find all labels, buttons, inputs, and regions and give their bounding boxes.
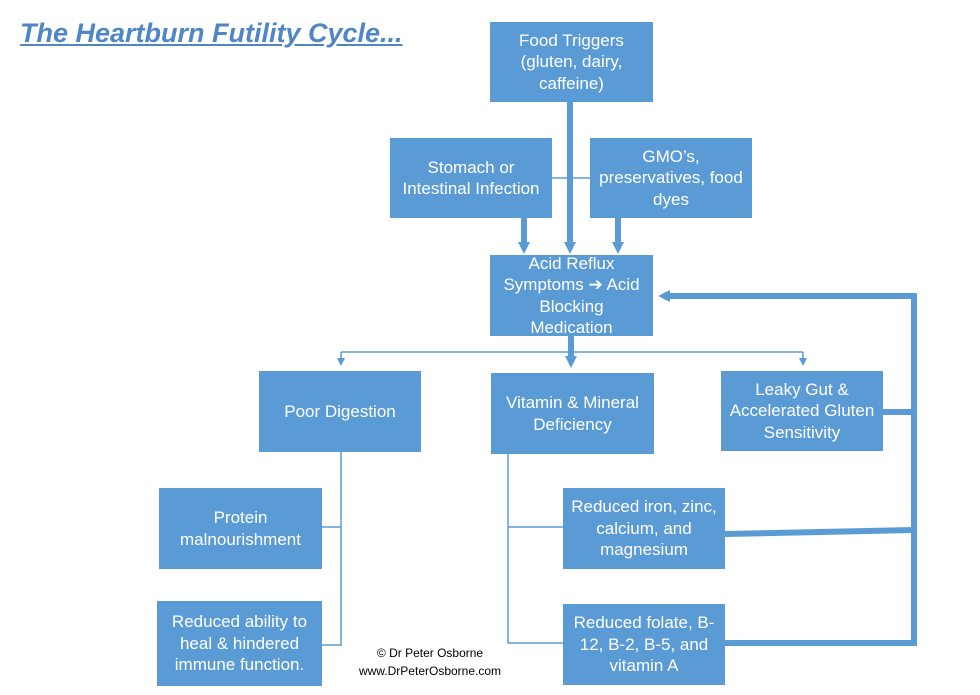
diagram-title: The Heartburn Futility Cycle... — [20, 18, 403, 48]
box-protein-malnourishment-label: Protein malnourishment — [180, 508, 301, 549]
credit-copyright: © Dr Peter Osborne — [376, 646, 484, 660]
box-protein-malnourishment: Protein malnourishment — [159, 488, 322, 569]
box-acid-reflux: Acid Reflux Symptoms ➔ Acid Blocking Med… — [490, 253, 653, 338]
box-acid-reflux-label: Acid Reflux Symptoms ➔ Acid Blocking Med… — [503, 253, 640, 338]
box-poor-digestion: Poor Digestion — [259, 371, 421, 452]
bracket-poor-digestion — [322, 452, 342, 646]
box-vitamin-deficiency: Vitamin & Mineral Deficiency — [491, 373, 654, 454]
bracket-vitamin — [507, 454, 563, 644]
box-reduced-minerals: Reduced iron, zinc, calcium, and magnesi… — [563, 488, 725, 569]
box-food-triggers: Food Triggers (gluten, dairy, caffeine) — [490, 22, 653, 102]
box-reduced-healing-label: Reduced ability to heal & hindered immun… — [171, 612, 308, 675]
box-stomach-infection-label: Stomach or Intestinal Infection — [402, 157, 540, 199]
box-vitamin-deficiency-label: Vitamin & Mineral Deficiency — [506, 393, 639, 434]
credit-website: www.DrPeterOsborne.com — [358, 664, 502, 678]
box-leaky-gut-label: Leaky Gut & Accelerated Gluten Sensitivi… — [729, 379, 875, 442]
box-food-triggers-label: Food Triggers (gluten, dairy, caffeine) — [519, 30, 624, 93]
box-stomach-infection: Stomach or Intestinal Infection — [390, 138, 552, 218]
box-reduced-vitamins: Reduced folate, B-12, B-2, B-5, and vita… — [563, 604, 725, 685]
box-gmos-label: GMO’s, preservatives, food dyes — [599, 146, 743, 209]
box-poor-digestion-label: Poor Digestion — [284, 401, 396, 421]
box-reduced-minerals-label: Reduced iron, zinc, calcium, and magnesi… — [571, 497, 717, 560]
box-reduced-vitamins-label: Reduced folate, B-12, B-2, B-5, and vita… — [573, 613, 715, 676]
box-gmos: GMO’s, preservatives, food dyes — [590, 138, 752, 218]
feedback-minerals — [724, 527, 915, 537]
box-reduced-healing: Reduced ability to heal & hindered immun… — [157, 601, 322, 686]
box-leaky-gut: Leaky Gut & Accelerated Gluten Sensitivi… — [721, 371, 883, 451]
